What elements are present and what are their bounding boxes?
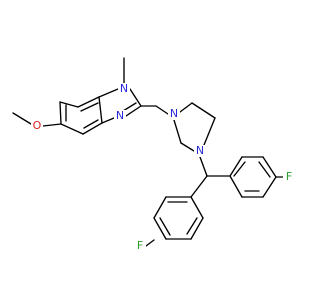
atom-n1-bg	[118, 83, 130, 95]
bond-ch2-pip-n	[155, 105, 169, 115]
chemical-structure-diagram: N N O N N F F	[12, 57, 295, 252]
atom-n1-label: N	[120, 82, 128, 95]
bond-ar1-c	[262, 156, 277, 178]
bond-ch-ar2	[190, 175, 208, 198]
bond-c2-n3	[125, 105, 142, 117]
bond-layer	[12, 57, 284, 247]
atom-f-bottom-bg	[134, 240, 146, 252]
atom-pip-n-left-label: N	[170, 107, 178, 120]
atom-f-bottom-label: F	[137, 239, 143, 252]
bond-ar1-c-inner	[258, 161, 271, 178]
bond-ar2-e-inner	[186, 217, 198, 235]
bond-c2-n3-inner	[122, 102, 137, 112]
bond-pip-n2-ch	[199, 156, 208, 177]
bond-benzo-c4-c5-inner	[80, 102, 99, 112]
bond-ar1-d	[262, 176, 277, 198]
atom-pip-n-right: N	[194, 144, 206, 157]
bond-benzo-c4-c5	[77, 96, 100, 108]
bond-benzo-c5-c6	[98, 96, 103, 124]
atom-o-label: O	[33, 119, 42, 132]
bond-pip-n1-c	[179, 102, 193, 113]
bond-benzo-c7-c8	[60, 123, 84, 135]
atom-o-bg	[31, 120, 43, 132]
bond-benzo-c9-c4	[59, 101, 79, 108]
bond-benzo-c6-c7	[82, 122, 103, 135]
atom-o: O	[31, 119, 43, 132]
atom-n3: N	[114, 109, 126, 122]
bond-pip-c-n2	[203, 117, 216, 146]
bond-c5-n1	[98, 88, 119, 98]
atom-pip-n-left-bg	[168, 108, 180, 120]
atom-n1: N	[118, 82, 130, 95]
bond-ar2-e	[190, 217, 204, 240]
bond-n1-c2	[129, 88, 142, 107]
bond-pip-c-c	[191, 102, 216, 119]
atom-pip-n-right-bg	[194, 145, 206, 157]
atom-f-bottom: F	[134, 239, 146, 252]
atom-n3-label: N	[116, 109, 124, 122]
atom-pip-n-right-label: N	[196, 144, 204, 157]
bond-c8-o	[42, 123, 62, 127]
atom-pip-n-left: N	[168, 107, 180, 120]
bond-pip-c-c-b	[173, 119, 182, 144]
bond-ar2-f	[190, 196, 204, 219]
bond-n3-c6	[101, 117, 115, 124]
atom-f-top-bg	[283, 171, 295, 183]
bond-ar1-f	[229, 175, 243, 198]
atom-f-top: F	[283, 170, 295, 183]
bond-benzo-c8-c9	[59, 101, 62, 125]
bond-benzo-c6-c7-inner	[83, 119, 99, 129]
atom-label-layer: N N O N N F F	[31, 82, 295, 252]
bond-ar2-c-inner	[159, 217, 171, 236]
bond-o-methyl	[12, 112, 32, 125]
bond-ar1-a	[229, 156, 243, 177]
atom-n3-bg	[114, 110, 126, 122]
bond-ar1-a-inner	[233, 161, 246, 177]
bond-ar2-fluoro	[145, 239, 155, 247]
bond-ar2-b	[153, 196, 167, 219]
bond-pip-n2-c	[180, 142, 195, 152]
bond-ar2-c	[153, 217, 167, 240]
molecule-canvas: N N O N N F F	[12, 57, 295, 252]
atom-f-top-label: F	[286, 170, 292, 183]
